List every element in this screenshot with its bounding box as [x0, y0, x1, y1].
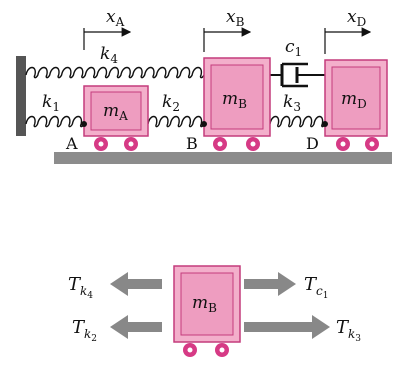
spring-k2-label: k2 — [162, 92, 180, 114]
spring-k1 — [25, 115, 85, 128]
point-d-label: D — [306, 134, 319, 153]
mass-b-label: mB — [222, 89, 247, 111]
spring-k4 — [25, 66, 205, 79]
force-label-tk4: Tk4 — [68, 274, 93, 301]
mass-d: mD — [324, 59, 388, 151]
displacement-xb: xB — [203, 7, 252, 52]
displacement-xd: xD — [324, 7, 372, 54]
point-a-dot — [81, 121, 87, 127]
ground-track — [54, 152, 392, 164]
svg-text:xD: xD — [347, 7, 366, 29]
damper-c1 — [270, 62, 325, 88]
mass-a-label: mA — [103, 101, 128, 123]
spring-k4-label: k4 — [100, 44, 118, 66]
force-label-tk3: Tk3 — [336, 317, 361, 344]
mass-a: mA — [83, 85, 149, 151]
free-body-mass-b: mB — [173, 265, 241, 357]
point-d-dot — [322, 121, 328, 127]
force-label-tc1: Tc1 — [304, 274, 328, 301]
svg-text:xB: xB — [226, 7, 245, 29]
displacement-xa: xA — [83, 7, 132, 50]
force-arrow-tc1 — [244, 272, 296, 296]
spring-k2 — [147, 115, 205, 128]
point-a-label: A — [65, 134, 78, 153]
point-b-dot — [201, 121, 207, 127]
force-arrow-tk4 — [110, 272, 162, 296]
free-body-mass-label: mB — [192, 293, 217, 315]
force-label-tk2: Tk2 — [72, 317, 97, 344]
spring-k3 — [269, 115, 326, 128]
spring-k3-label: k3 — [283, 92, 301, 114]
spring-k1-label: k1 — [42, 92, 60, 114]
svg-text:xA: xA — [106, 7, 125, 29]
mass-b: mB — [203, 57, 271, 151]
mass-d-label: mD — [341, 89, 367, 111]
damper-c1-label: c1 — [285, 37, 302, 59]
point-b-label: B — [186, 134, 198, 153]
force-arrow-tk2 — [110, 315, 162, 339]
force-arrow-tk3 — [244, 315, 330, 339]
wall — [16, 56, 26, 136]
